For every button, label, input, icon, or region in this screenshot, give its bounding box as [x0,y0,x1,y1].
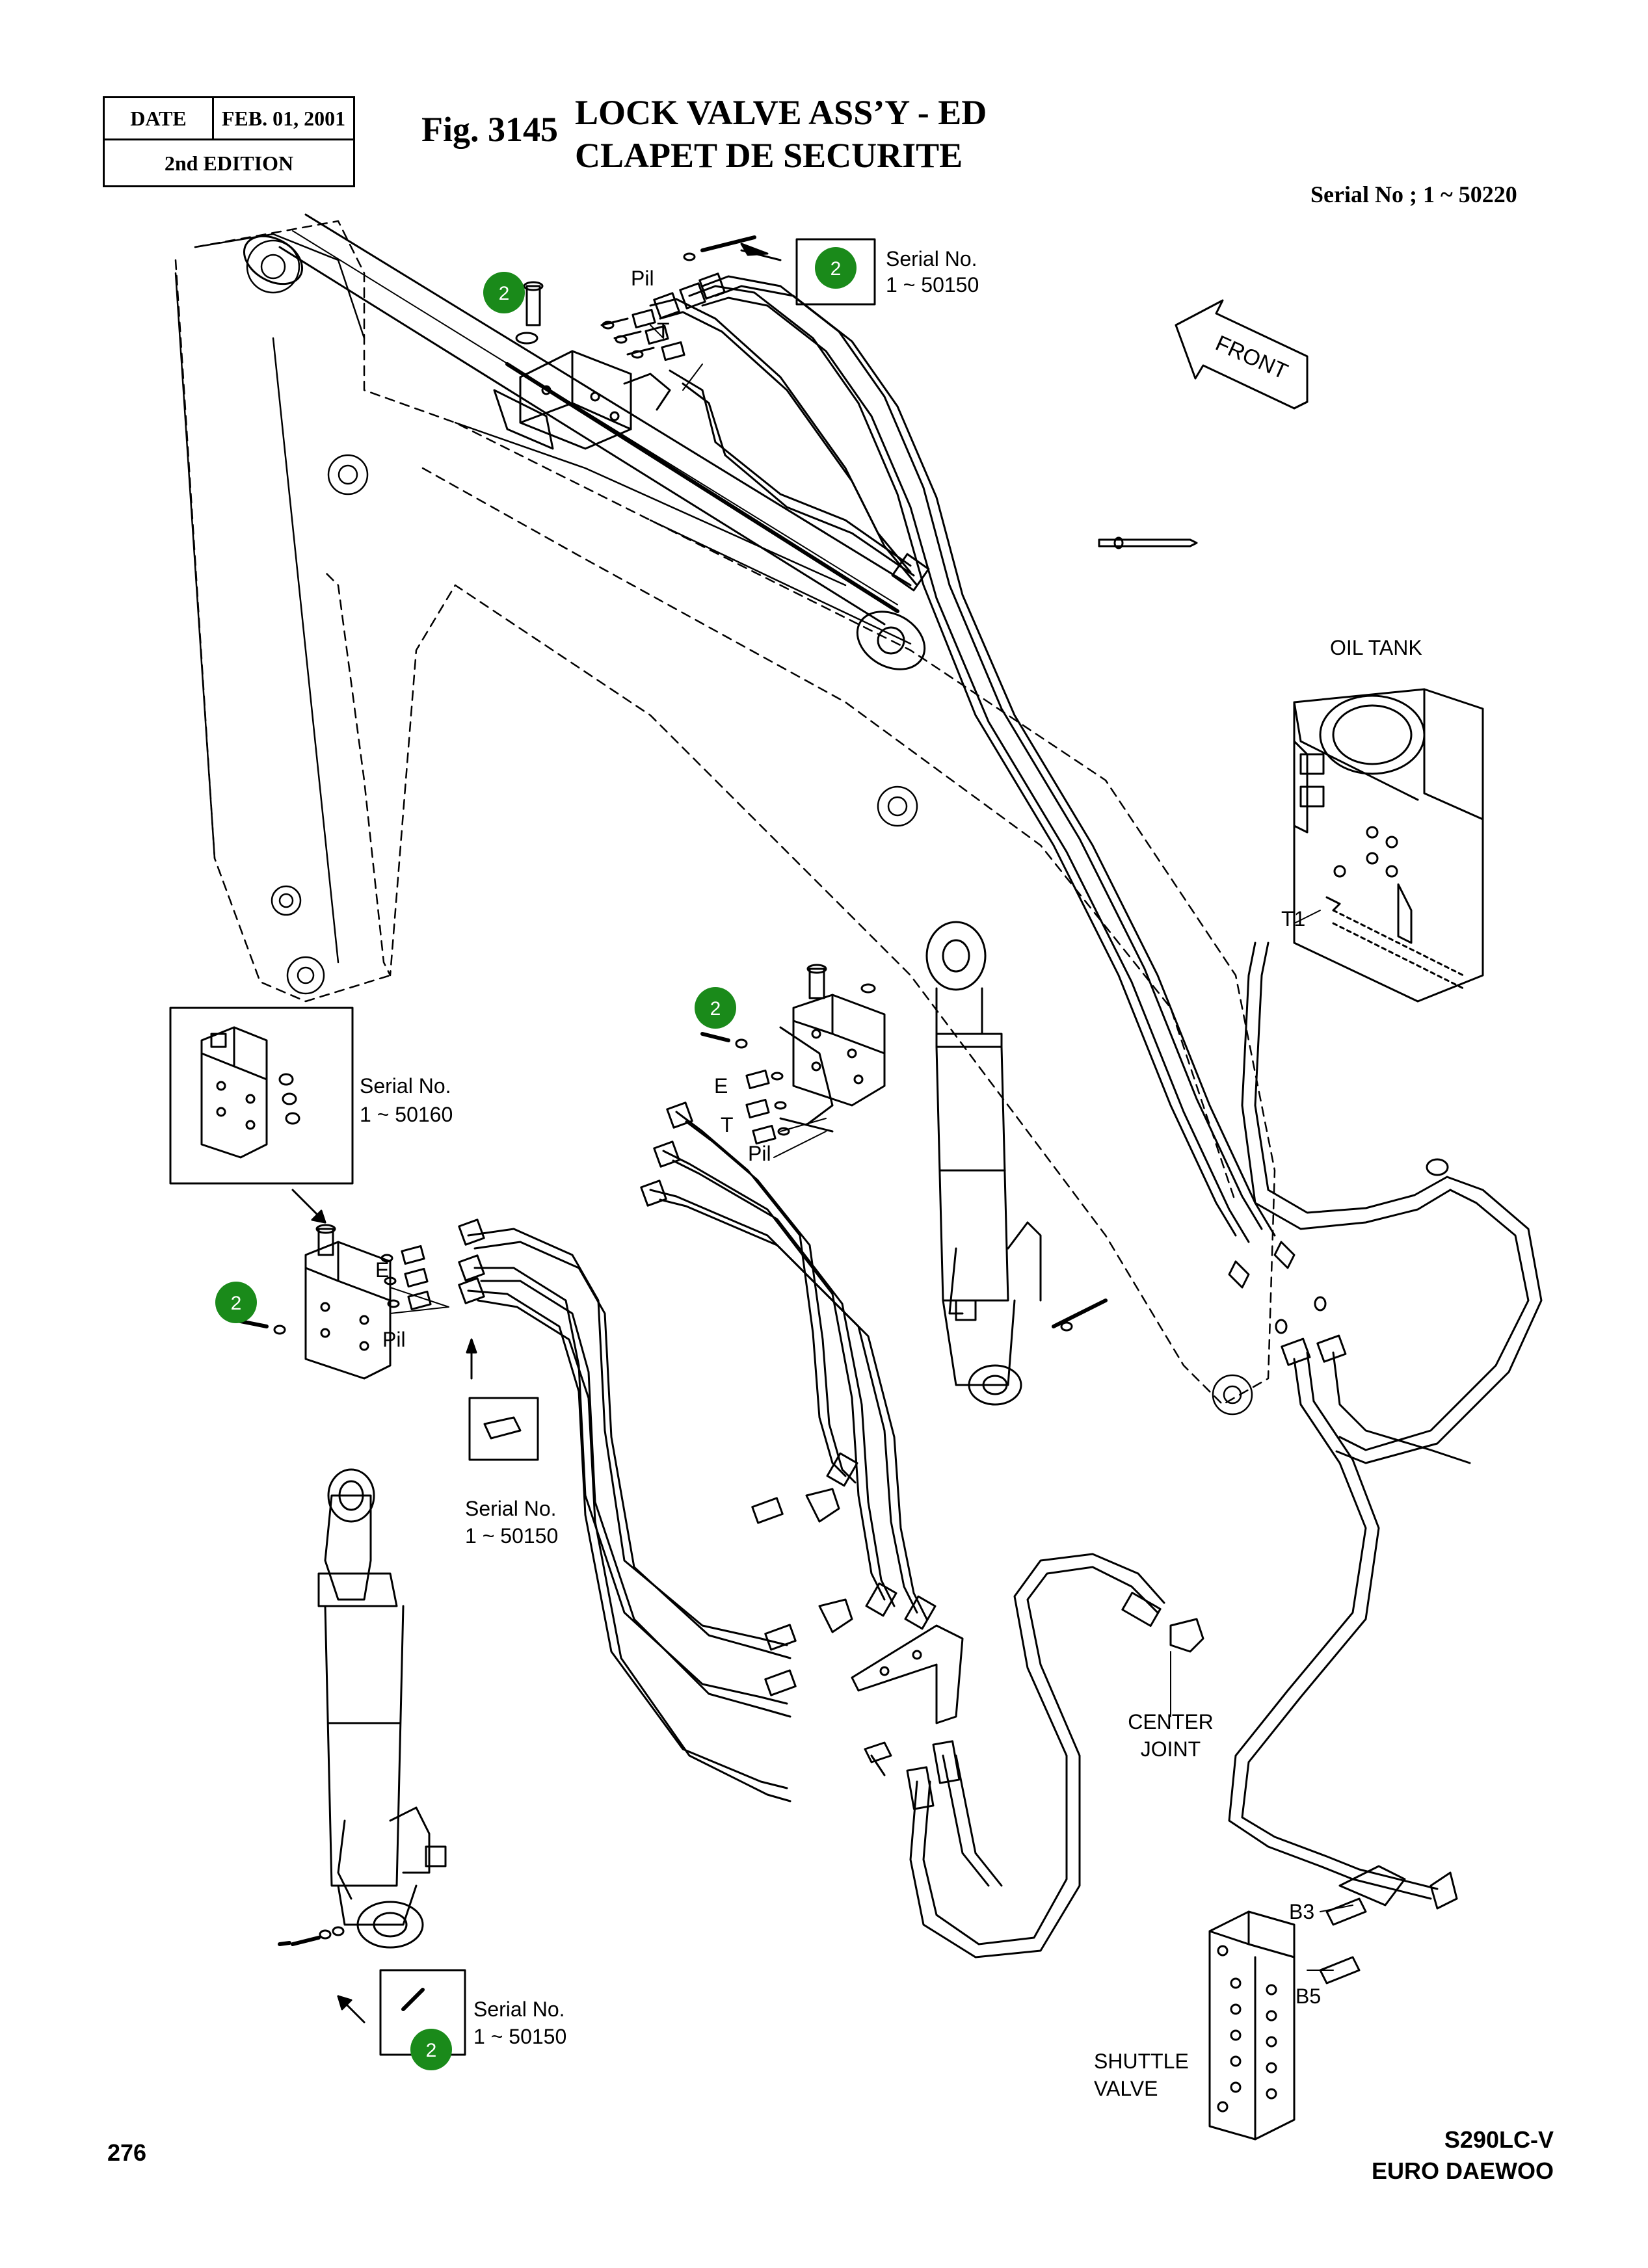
port-pil-mid: Pil [748,1142,771,1165]
page-number: 276 [107,2139,147,2166]
svg-text:2: 2 [710,998,721,1020]
port-b5: B5 [1296,1984,1322,2008]
model-name: S290LC-V [1444,2126,1554,2153]
figure-number: Fig. 3145 [421,110,558,149]
serial-note-mid-line2: 1 ~ 50150 [465,1524,559,1548]
serial-note-left-line2: 1 ~ 50160 [360,1103,453,1126]
port-e-mid: E [714,1074,728,1098]
callout-badge-left-valve: 2 [215,1282,257,1323]
callout-badge-top-inset: 2 [815,247,857,289]
serial-range: Serial No ; 1 ~ 50220 [1310,181,1517,207]
right-hoses [1228,1241,1471,1900]
title-english: LOCK VALVE ASS’Y - ED [575,93,987,132]
mid-lock-valve [700,964,886,1145]
date-label: DATE [105,98,214,138]
front-arrow [1175,299,1309,410]
serial-note-mid-line1: Serial No. [465,1497,557,1520]
svg-text:2: 2 [231,1293,242,1314]
edition-label: 2nd EDITION [164,152,294,175]
shuttle-valve-drawing [1208,1865,1458,2141]
oil-tank-drawing [1293,688,1484,1003]
boom-solid-edges [174,233,1253,1416]
port-pil-top: Pil [631,267,654,290]
callout-badge-bottom-inset: 2 [410,2029,452,2070]
port-e-left: E [375,1258,390,1282]
boom-cylinder-left [278,1468,447,1949]
serial-note-left-line1: Serial No. [360,1074,451,1098]
port-b3: B3 [1289,1900,1315,1923]
port-t1: T1 [1281,907,1306,930]
upper-pipes [649,275,1276,1243]
serial-note-bottom-line2: 1 ~ 50150 [473,2025,567,2048]
front-label: FRONT [1212,331,1291,384]
center-joint-label-line2: JOINT [1140,1737,1201,1761]
middle-hose-cluster [640,1101,937,1633]
serial-note-top-line2: 1 ~ 50150 [886,273,979,297]
svg-text:2: 2 [426,2040,437,2061]
boom-cylinder-right [925,921,1108,1406]
arm-cylinder [243,213,926,670]
inset-box-left [169,1007,354,1185]
header-box: DATE FEB. 01, 2001 2nd EDITION [103,96,355,187]
inset-box-mid [468,1397,539,1461]
title-french: CLAPET DE SECURITE [575,136,963,175]
center-joint-label-line1: CENTER [1128,1710,1214,1734]
upper-lock-valve [515,281,685,450]
svg-text:2: 2 [499,283,510,304]
leader-lines [390,324,1353,2062]
pin-part [1098,536,1198,549]
callout-badges: 2 2 2 2 2 [215,247,857,2070]
oil-tank-label: OIL TANK [1330,636,1422,659]
shuttle-valve-label-line1: SHUTTLE [1094,2050,1189,2073]
serial-note-top-line1: Serial No. [886,247,977,270]
svg-text:2: 2 [831,258,842,280]
port-t-mid: T [721,1113,734,1137]
port-pil-left: Pil [382,1328,406,1351]
brand-name: EURO DAEWOO [1371,2157,1554,2184]
hose-bracket [851,1624,964,1776]
port-t-top: T [657,319,670,342]
date-value: FEB. 01, 2001 [221,107,346,130]
shuttle-valve-label-line2: VALVE [1094,2077,1158,2100]
upper-hose-fittings [653,235,782,319]
callout-badge-top-valve: 2 [483,272,525,313]
serial-note-bottom-line1: Serial No. [473,1998,565,2021]
center-joint-hose [906,1553,1204,1958]
callout-badge-mid-valve: 2 [695,987,736,1029]
left-lock-valve [232,1224,432,1380]
left-hose-cluster [458,1219,797,1802]
t1-hose [1241,942,1543,1464]
boom-outline [174,220,1276,1406]
